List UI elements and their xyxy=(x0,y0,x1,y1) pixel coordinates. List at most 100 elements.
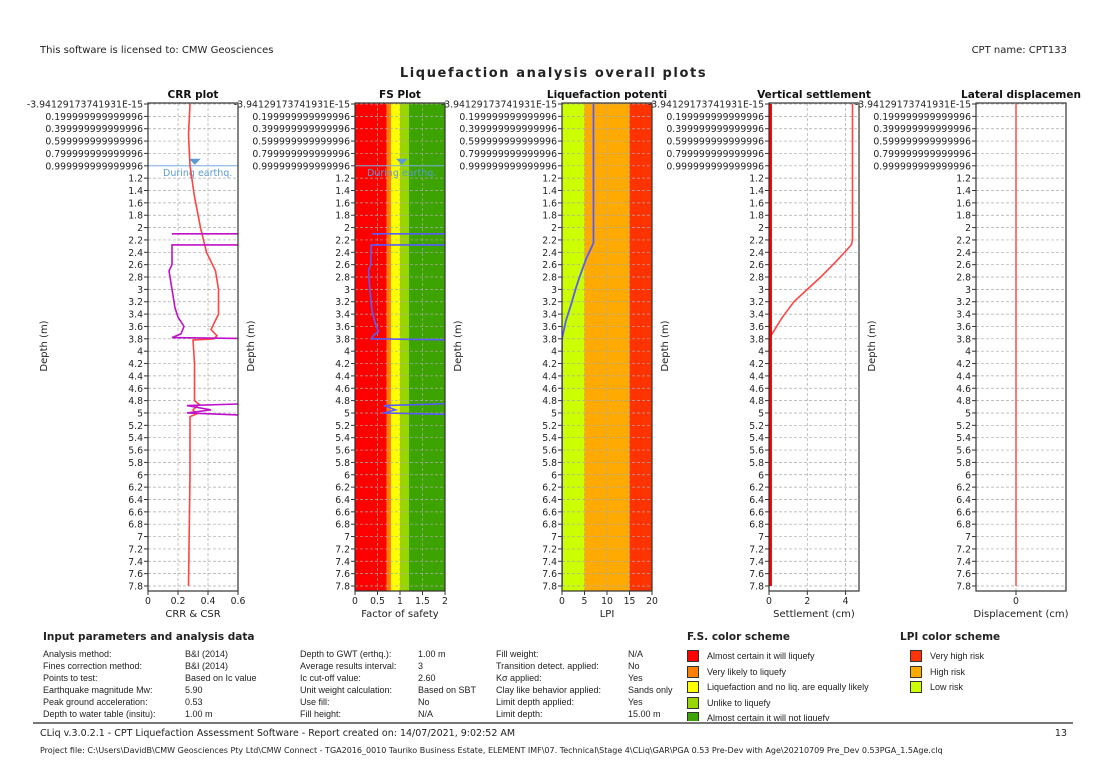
param-label: Ic cut-off value: xyxy=(300,673,361,683)
y-tick-label: 6 xyxy=(344,470,350,481)
y-tick-label: 1.8 xyxy=(542,211,557,222)
y-tick-label: 0.399999999999996 xyxy=(252,124,350,135)
y-tick-label: 4.2 xyxy=(956,359,971,370)
y-tick-label: 2 xyxy=(551,223,557,234)
y-tick-label: 5 xyxy=(758,408,764,419)
param-label: Depth to water table (insitu): xyxy=(43,709,156,719)
plot-title: Vertical settlement xyxy=(757,89,871,101)
legend-label: Very likely to liquefy xyxy=(707,666,787,677)
y-tick-label: 5.8 xyxy=(128,458,143,469)
y-tick-label: 7.6 xyxy=(749,569,764,580)
y-tick-label: 2.6 xyxy=(128,260,143,271)
y-tick-label: 6.6 xyxy=(956,507,971,518)
param-label: Fill height: xyxy=(300,709,342,719)
y-tick-label: 4.6 xyxy=(128,384,143,395)
y-tick-label: 1.6 xyxy=(956,198,971,209)
y-tick-label: 3.4 xyxy=(542,310,557,321)
y-tick-label: 4.6 xyxy=(542,384,557,395)
y-tick-label: 2.4 xyxy=(542,248,557,259)
y-tick-label: 6.2 xyxy=(542,483,557,494)
y-tick-label: 3.4 xyxy=(128,310,143,321)
y-tick-label: 3.2 xyxy=(749,297,764,308)
y-tick-label: 4.8 xyxy=(749,396,764,407)
x-tick-label: 0.4 xyxy=(201,596,216,607)
y-tick-label: 3 xyxy=(758,285,764,296)
y-axis-label: Depth (m) xyxy=(867,320,878,371)
swatch-icon xyxy=(910,665,922,678)
y-tick-label: 5.6 xyxy=(128,446,143,457)
y-tick-label: 2.6 xyxy=(749,260,764,271)
y-tick-label: 5.8 xyxy=(335,458,350,469)
y-tick-label: 2 xyxy=(965,223,971,234)
y-tick-label: 4 xyxy=(965,347,971,358)
y-tick-label: 7 xyxy=(551,532,557,543)
y-tick-label: 4 xyxy=(344,347,350,358)
y-tick-label: 6.2 xyxy=(749,483,764,494)
x-axis-label: CRR & CSR xyxy=(165,609,220,620)
y-tick-label: 0.399999999999996 xyxy=(45,124,143,135)
y-tick-label: 6.6 xyxy=(542,507,557,518)
y-tick-label: 2.8 xyxy=(956,273,971,284)
y-tick-label: 1.8 xyxy=(128,211,143,222)
page-number: 13 xyxy=(1054,728,1067,739)
swatch-icon xyxy=(687,696,699,709)
plots-area: -3.94129173741931E-150.1999999999999960.… xyxy=(27,89,1081,620)
x-tick-label: 2 xyxy=(804,596,810,607)
param-label: Fines correction method: xyxy=(43,661,143,671)
band-2 xyxy=(629,103,652,591)
y-tick-label: 2 xyxy=(344,223,350,234)
param-label: Kσ applied: xyxy=(496,673,542,683)
y-tick-label: 2.6 xyxy=(335,260,350,271)
plot-frame xyxy=(147,102,239,592)
y-tick-label: 7.4 xyxy=(542,557,557,568)
y-tick-label: 7.8 xyxy=(542,582,557,593)
x-tick-label: 0 xyxy=(352,596,358,607)
x-tick-label: 0 xyxy=(559,596,565,607)
x-axis-label: Displacement (cm) xyxy=(974,609,1069,620)
y-tick-label: 2.2 xyxy=(749,235,764,246)
plot-title: FS Plot xyxy=(379,89,421,101)
plot-1: -3.94129173741931E-150.1999999999999960.… xyxy=(234,89,448,620)
y-tick-label: 0.199999999999996 xyxy=(873,112,971,123)
x-tick-label: 5 xyxy=(582,596,588,607)
series-csr xyxy=(186,403,238,416)
y-tick-label: 3.8 xyxy=(542,334,557,345)
band-1 xyxy=(386,103,391,591)
y-tick-label: 0.999999999999996 xyxy=(666,161,764,172)
y-tick-label: 1.2 xyxy=(128,174,143,185)
y-tick-label: 3.2 xyxy=(956,297,971,308)
swatch-icon xyxy=(910,681,922,693)
series-csr xyxy=(168,244,238,340)
series-settlement xyxy=(769,104,854,586)
param-value: Yes xyxy=(628,673,643,683)
x-tick-label: 4 xyxy=(843,596,849,607)
plot-title: Lateral displacemen xyxy=(961,89,1081,101)
y-tick-label: 1.2 xyxy=(956,174,971,185)
x-tick-label: 20 xyxy=(646,596,658,607)
y-tick-label: 5.8 xyxy=(749,458,764,469)
band-0 xyxy=(562,103,585,591)
y-tick-label: 4.8 xyxy=(335,396,350,407)
param-label: Unit weight calculation: xyxy=(300,685,393,695)
water-table-icon xyxy=(188,158,201,165)
y-tick-label: 6 xyxy=(758,470,764,481)
param-value: Based on Ic value xyxy=(185,673,257,683)
param-label: Analysis method: xyxy=(43,649,112,659)
y-tick-label: 6.4 xyxy=(956,495,971,506)
y-tick-label: 3.8 xyxy=(956,334,971,345)
x-tick-label: 0 xyxy=(1013,596,1019,607)
y-tick-label: 4.4 xyxy=(335,371,350,382)
y-tick-label: 3.4 xyxy=(956,310,971,321)
swatch-icon xyxy=(910,650,922,662)
y-tick-label: 1.2 xyxy=(542,174,557,185)
y-tick-label: 7.8 xyxy=(749,582,764,593)
band-3 xyxy=(400,103,409,591)
x-axis-label: LPI xyxy=(600,609,615,620)
y-tick-label: 6 xyxy=(551,470,557,481)
y-tick-label: 3.6 xyxy=(335,322,350,333)
y-axis-label: Depth (m) xyxy=(246,320,257,371)
water-table-icon xyxy=(395,158,408,165)
y-tick-label: 3.6 xyxy=(542,322,557,333)
x-tick-label: 1 xyxy=(397,596,403,607)
y-tick-label: 2.8 xyxy=(335,273,350,284)
